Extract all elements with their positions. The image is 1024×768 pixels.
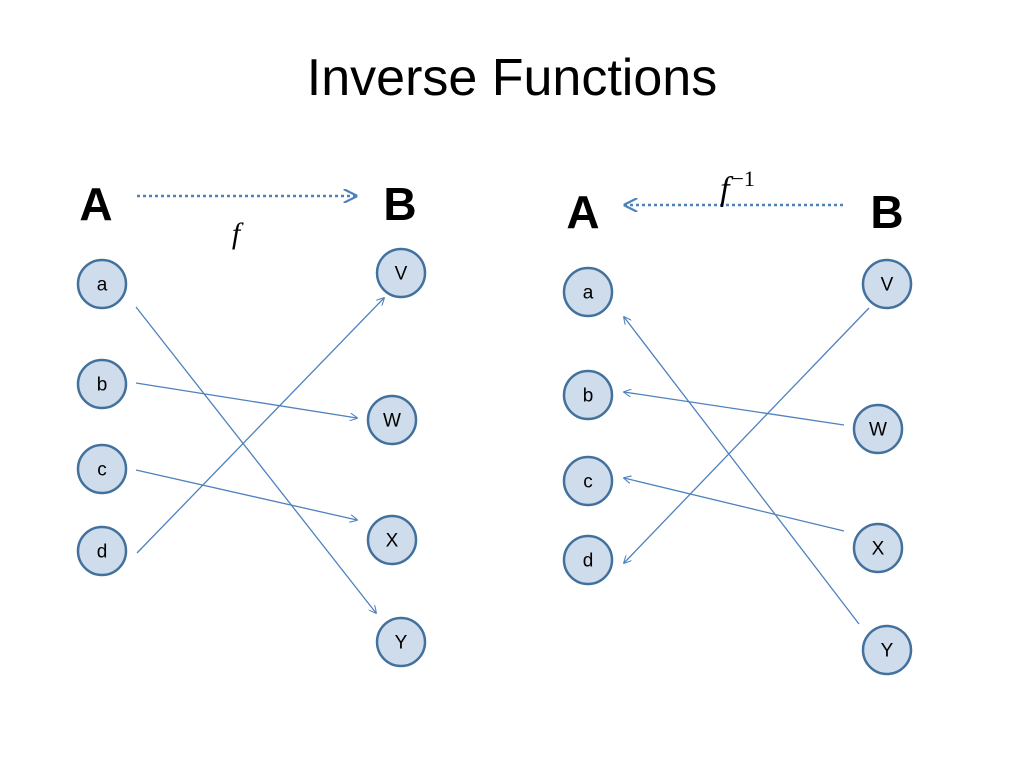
right-domain-node-a: a [562, 266, 614, 318]
right-codomain-node-x: X [852, 522, 904, 574]
right-mapping-lines [624, 307, 870, 625]
right-domain-node-c-label: c [583, 472, 593, 493]
left-domain-node-c-label: c [97, 460, 107, 481]
left-domain-node-a-label: a [97, 275, 108, 296]
right-mapping-line-y-a [624, 317, 860, 625]
left-domain-node-d: d [76, 525, 128, 577]
right-domain-node-c: c [562, 455, 614, 507]
left-mapping-lines [135, 298, 384, 613]
left-codomain-node-y-label: Y [395, 633, 408, 654]
right-mapping-line-w-b [624, 392, 845, 426]
left-mapping-line-b-w [135, 382, 357, 418]
right-domain-node-a-label: a [583, 283, 594, 304]
right-mapping-line-v-d [624, 307, 870, 563]
right-set-a-label: A [566, 186, 599, 238]
right-domain-node-d: d [562, 534, 614, 586]
left-mapping-line-a-y [135, 306, 376, 613]
left-domain-node-b-label: b [97, 375, 108, 396]
right-panel: A B f−1 a b c d [562, 166, 913, 676]
left-set-a-label: A [79, 178, 112, 230]
right-codomain-node-y-label: Y [881, 641, 894, 662]
right-codomain-node-v: V [861, 258, 913, 310]
left-domain-node-d-label: d [97, 542, 108, 563]
left-mapping-line-c-x [135, 469, 357, 520]
right-function-label-superscript: −1 [731, 166, 754, 191]
right-domain-node-d-label: d [583, 551, 594, 572]
left-codomain-node-x-label: X [386, 531, 399, 552]
left-set-b-label: B [383, 178, 416, 230]
right-function-label: f−1 [720, 166, 755, 208]
left-codomain-node-w-label: W [383, 411, 401, 432]
right-codomain-node-w: W [852, 403, 904, 455]
left-codomain-node-v-label: V [395, 264, 408, 285]
left-domain-node-b: b [76, 358, 128, 410]
left-codomain-node-w: W [366, 394, 418, 446]
right-mapping-line-x-c [624, 478, 845, 532]
left-codomain-node-x: X [366, 514, 418, 566]
right-codomain-node-x-label: X [872, 539, 885, 560]
right-codomain-node-w-label: W [869, 420, 887, 441]
left-codomain-node-y: Y [375, 616, 427, 668]
right-codomain-node-y: Y [861, 624, 913, 676]
right-set-b-label: B [870, 186, 903, 238]
left-mapping-line-d-v [136, 298, 384, 554]
right-domain-node-b: b [562, 369, 614, 421]
left-domain-node-c: c [76, 443, 128, 495]
left-domain-node-a: a [76, 258, 128, 310]
slide-title: Inverse Functions [306, 49, 718, 107]
left-codomain-node-v: V [375, 247, 427, 299]
right-domain-node-b-label: b [583, 386, 594, 407]
left-panel: A B f a b c d V [76, 178, 427, 668]
right-codomain-node-v-label: V [881, 275, 894, 296]
left-function-label: f [232, 217, 244, 250]
